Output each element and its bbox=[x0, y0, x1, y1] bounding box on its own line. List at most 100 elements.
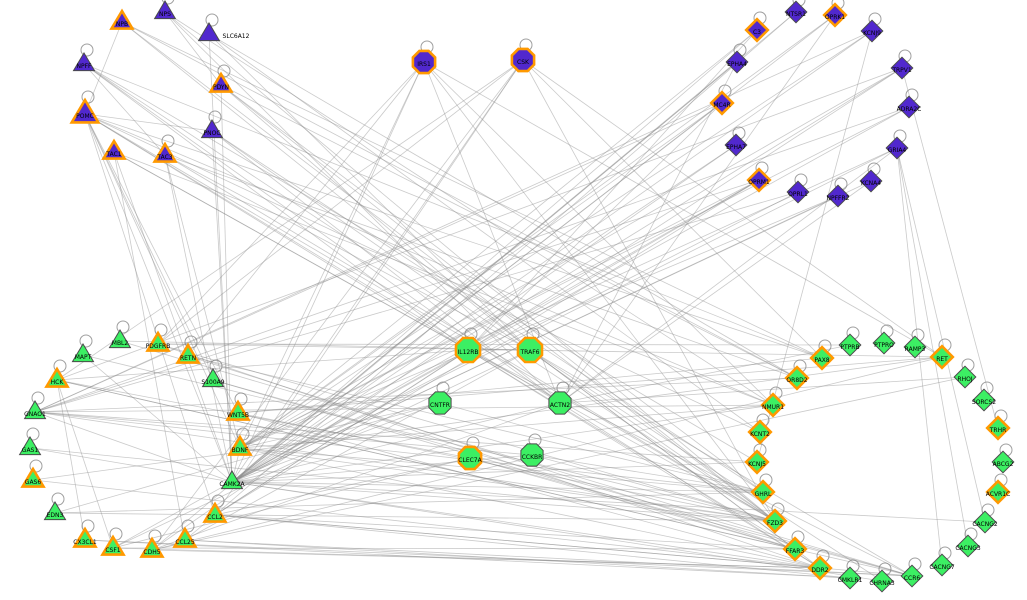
edge-EDN3-GHRL[interactable] bbox=[54, 491, 764, 514]
node-GHRL[interactable] bbox=[750, 479, 776, 505]
edge-PDGFRB-DDR2[interactable] bbox=[157, 343, 821, 569]
node-PDYN[interactable] bbox=[208, 71, 234, 93]
node-OR8D2[interactable] bbox=[784, 365, 810, 391]
edge-KCNJ9-GNAO1[interactable] bbox=[34, 30, 873, 413]
edge-MC4R-BDNF[interactable] bbox=[239, 102, 723, 449]
edge-C3-BDNF[interactable] bbox=[239, 29, 758, 449]
node-GAS1[interactable] bbox=[18, 436, 42, 456]
edge-POMC-CAMK2A[interactable] bbox=[84, 113, 233, 483]
node-MAPT[interactable] bbox=[71, 343, 95, 363]
edge-GAS1-CAMK2A[interactable] bbox=[29, 447, 233, 483]
node-KCNJ5[interactable] bbox=[744, 449, 770, 475]
edge-NPFF-PAX8[interactable] bbox=[83, 63, 823, 359]
edge-CCL25-CCR6[interactable] bbox=[184, 539, 913, 577]
edge-GNAO1-KCNJ5[interactable] bbox=[34, 411, 758, 463]
edge-TRAF6-FFAR3[interactable] bbox=[529, 349, 796, 550]
edge-RETN-FFAR3[interactable] bbox=[187, 355, 796, 550]
edge-GRIA4-CACNG2[interactable] bbox=[896, 147, 986, 523]
edge-POMC-WNT5B[interactable] bbox=[84, 113, 239, 414]
edge-CNTFR-BDNF[interactable] bbox=[239, 402, 441, 449]
edge-IL12RB-FFAR3[interactable] bbox=[467, 349, 796, 550]
edge-S100A9-FFAR3[interactable] bbox=[212, 379, 796, 550]
edge-IRS1-RET[interactable] bbox=[423, 61, 943, 358]
node-CMKLR1[interactable] bbox=[838, 566, 862, 590]
edge-CDH5-DDR2[interactable] bbox=[151, 549, 821, 569]
node-FZD3[interactable] bbox=[762, 508, 788, 534]
edge-CDH5-RHOJ[interactable] bbox=[151, 376, 966, 551]
edge-TRPV1-TRHR[interactable] bbox=[901, 67, 999, 429]
node-PNOC[interactable] bbox=[200, 119, 224, 139]
node-EPHA7[interactable] bbox=[724, 133, 748, 157]
edge-ADRA2C-BDNF[interactable] bbox=[239, 106, 910, 449]
node-CCR6[interactable] bbox=[900, 564, 924, 588]
node-OPRL1[interactable] bbox=[786, 180, 810, 204]
node-IRS1[interactable] bbox=[411, 49, 437, 75]
node-DDR2[interactable] bbox=[807, 555, 833, 581]
edge-PDGFRB-FZD3[interactable] bbox=[157, 343, 776, 522]
node-CLEC7A[interactable] bbox=[457, 445, 483, 471]
node-CNTFR[interactable] bbox=[428, 391, 452, 415]
node-GNAO1[interactable] bbox=[23, 400, 47, 420]
edge-OPRK1-BDNF[interactable] bbox=[239, 14, 836, 449]
edge-ACTN2-RHOJ[interactable] bbox=[559, 376, 966, 404]
edge-BDNF-DDR2[interactable] bbox=[239, 447, 821, 569]
node-CDH5[interactable] bbox=[139, 536, 165, 558]
edge-GRIA4-CAMK2A[interactable] bbox=[231, 147, 898, 483]
edge-SLC6A12-CAMK2A[interactable] bbox=[208, 33, 233, 483]
edge-NPFF-KCNJ5[interactable] bbox=[83, 63, 758, 463]
edge-OPRM1-CCL2[interactable] bbox=[214, 179, 760, 516]
edge-PNOC-CAMK2A[interactable] bbox=[211, 130, 233, 483]
node-EDN3[interactable] bbox=[43, 501, 67, 521]
node-SLC6A12[interactable] bbox=[197, 22, 221, 42]
edge-TRAF6-CHRNA3[interactable] bbox=[529, 349, 883, 582]
self-loop-PNOC[interactable] bbox=[208, 110, 222, 124]
edge-NPS-PDYN[interactable] bbox=[164, 11, 222, 86]
node-GRIA4[interactable] bbox=[885, 136, 909, 160]
edge-NTSR1-CCL2[interactable] bbox=[214, 11, 797, 516]
edge-TAC1-FZD3[interactable] bbox=[113, 151, 776, 522]
edge-CAMK2A-GNAO1[interactable] bbox=[34, 411, 233, 483]
edge-OPRK1-CAMK2A[interactable] bbox=[231, 14, 836, 483]
node-ADRA2C[interactable] bbox=[897, 95, 921, 119]
node-WNT5B[interactable] bbox=[225, 399, 251, 421]
edge-CAMK2A-KCNJ5[interactable] bbox=[231, 461, 758, 483]
edge-NPS-FZD3[interactable] bbox=[164, 11, 776, 522]
node-CSK[interactable] bbox=[510, 47, 536, 73]
edge-KCNA4-ACTN2[interactable] bbox=[559, 180, 872, 404]
edge-NPB-POMC[interactable] bbox=[84, 21, 123, 115]
edge-GAS6-DDR2[interactable] bbox=[32, 479, 821, 569]
edge-CAMK2A-DDR2[interactable] bbox=[231, 481, 821, 569]
edge-TAC1-IL12RB[interactable] bbox=[113, 151, 469, 351]
edge-IL12RB-DDR2[interactable] bbox=[467, 349, 821, 569]
edge-WNT5B-PAX8[interactable] bbox=[237, 357, 823, 414]
edge-PDYN-GHRL[interactable] bbox=[220, 84, 764, 493]
edge-PNOC-ACTN2[interactable] bbox=[211, 130, 561, 404]
edge-MC4R-IL12RB[interactable] bbox=[467, 102, 723, 351]
edge-CCL25-CMKLR1[interactable] bbox=[184, 539, 851, 579]
edge-CLEC7A-HCK[interactable] bbox=[56, 379, 471, 459]
node-CX3CL1[interactable] bbox=[72, 526, 98, 548]
edge-IL12RB-CCR6[interactable] bbox=[467, 349, 913, 577]
self-loop-MBL2[interactable] bbox=[116, 320, 130, 334]
edge-CSK-HCK[interactable] bbox=[56, 59, 524, 381]
edge-IRS1-RETN[interactable] bbox=[187, 61, 425, 357]
edge-BDNF-GHRL[interactable] bbox=[239, 447, 764, 493]
edge-CLEC7A-CCR6[interactable] bbox=[469, 457, 913, 577]
node-NTSR1[interactable] bbox=[784, 0, 808, 24]
edge-EPHA7-CDH5[interactable] bbox=[151, 144, 737, 551]
node-OPRM1[interactable] bbox=[746, 167, 772, 193]
edge-PDGFRB-RET[interactable] bbox=[157, 343, 943, 358]
node-RHOJ[interactable] bbox=[953, 365, 977, 389]
edge-CSK-CAMK2A[interactable] bbox=[231, 59, 524, 483]
edge-CNTFR-EDN3[interactable] bbox=[54, 402, 441, 514]
edge-CSK-PAX8[interactable] bbox=[522, 59, 823, 359]
edge-CSK-PDGFRB[interactable] bbox=[157, 59, 524, 345]
edge-CLEC7A-FFAR3[interactable] bbox=[469, 457, 796, 550]
node-RAMP3[interactable] bbox=[903, 335, 927, 359]
edge-CAMK2A-GHRL[interactable] bbox=[231, 481, 764, 493]
edge-POMC-FZD3[interactable] bbox=[84, 113, 776, 522]
edge-CCKBR-GHRL[interactable] bbox=[531, 454, 764, 493]
node-PDGFRB[interactable] bbox=[145, 330, 171, 352]
node-TRHR[interactable] bbox=[985, 415, 1011, 441]
